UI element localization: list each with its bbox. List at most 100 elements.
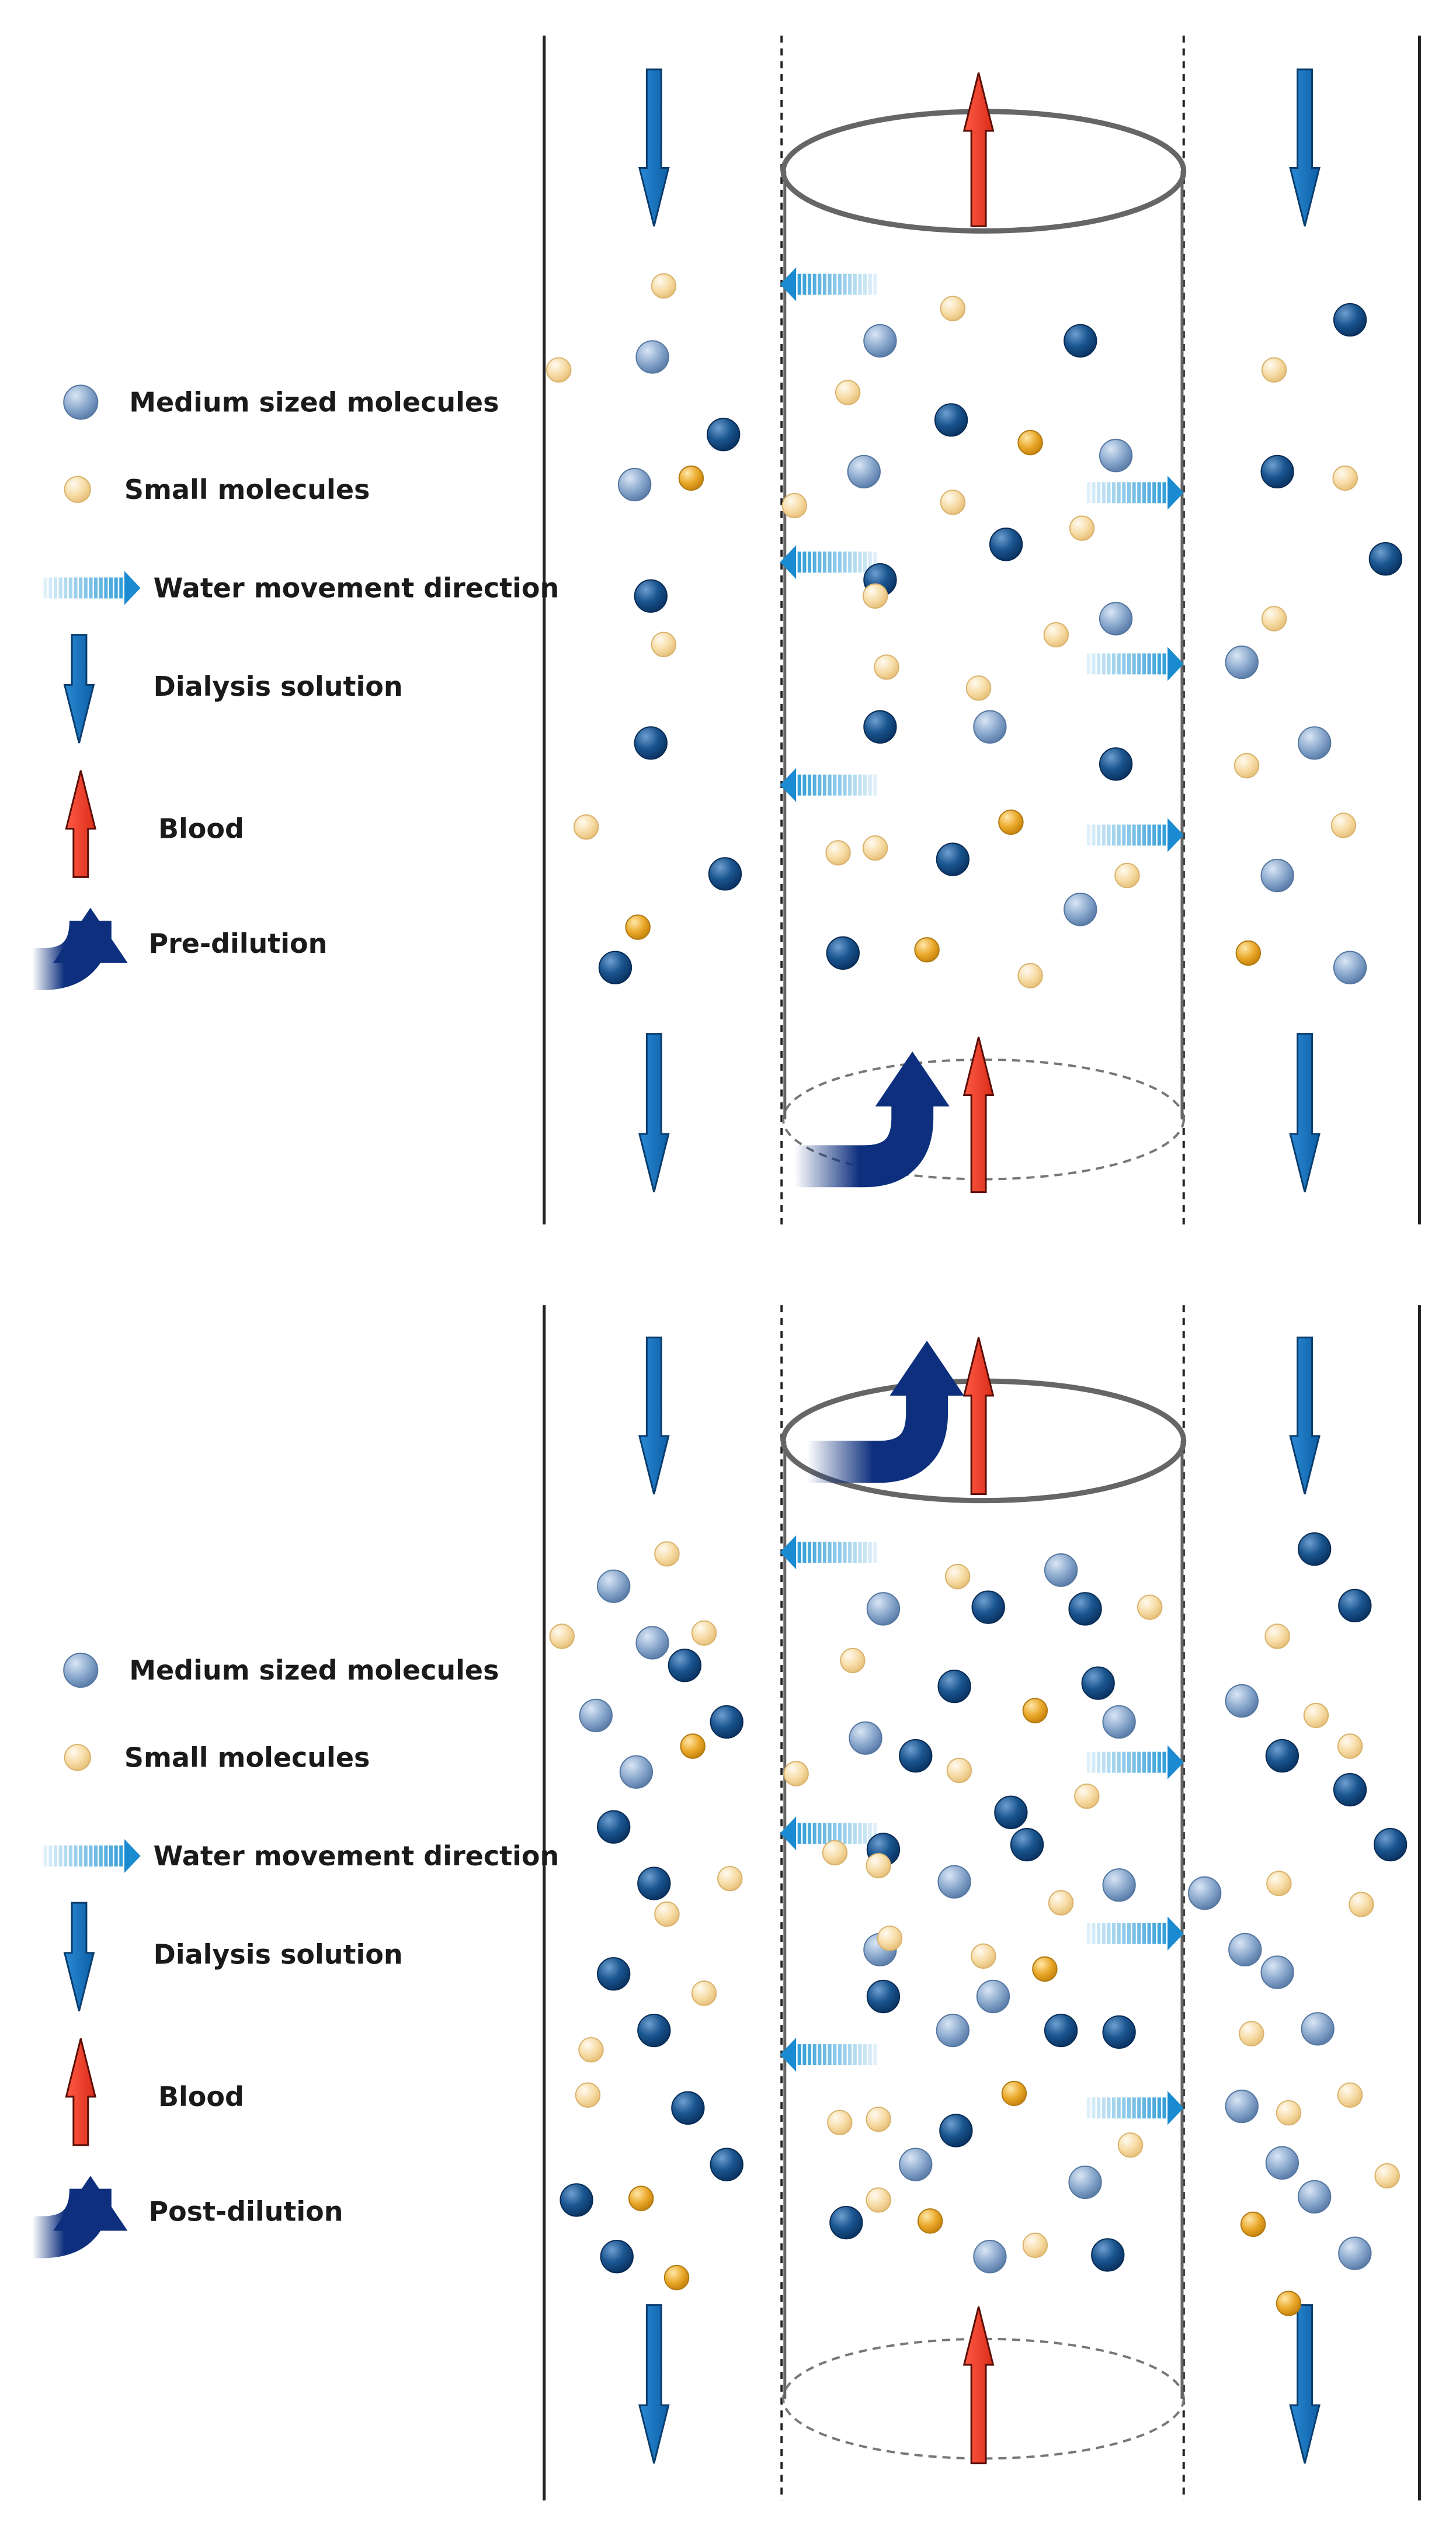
medium-molecule bbox=[1333, 303, 1367, 337]
water-arrow-head bbox=[124, 571, 141, 605]
medium-molecule bbox=[617, 467, 652, 502]
small-molecule bbox=[866, 1852, 891, 1879]
water-arrow-left-2 bbox=[780, 768, 877, 802]
water-arrow-stripe bbox=[1107, 1751, 1111, 1773]
water-arrow-stripe bbox=[119, 1845, 123, 1867]
medium-molecule bbox=[829, 2205, 863, 2240]
water-arrow-stripe bbox=[833, 1823, 837, 1844]
dilution-arrow-head bbox=[53, 2176, 128, 2231]
water-arrow-stripe bbox=[1086, 2097, 1090, 2119]
water-arrow-stripe bbox=[858, 273, 862, 295]
small-molecule bbox=[691, 1980, 717, 2006]
water-arrow-stripe bbox=[74, 1845, 78, 1867]
water-arrow-stripe bbox=[833, 774, 837, 796]
water-arrow-stripe bbox=[1092, 482, 1096, 504]
dilution-arrow-head bbox=[875, 1052, 950, 1107]
water-arrow-stripe bbox=[1092, 2097, 1096, 2119]
small-molecule bbox=[628, 2185, 654, 2211]
medium-molecule bbox=[597, 1810, 631, 1844]
water-arrow-stripe bbox=[868, 1542, 872, 1563]
small-molecule bbox=[1074, 1783, 1100, 1809]
legend-dialysis-label: Dialysis solution bbox=[154, 671, 403, 702]
medium-molecule bbox=[994, 1795, 1028, 1829]
small-molecule bbox=[1276, 2291, 1302, 2316]
water-arrow-stripe bbox=[1097, 1923, 1101, 1944]
medium-molecule bbox=[899, 1739, 933, 1773]
water-arrow-right-2 bbox=[1086, 818, 1184, 852]
water-arrow-stripe bbox=[853, 551, 857, 573]
small-molecule bbox=[573, 814, 599, 840]
water-arrow-stripe bbox=[1086, 1923, 1090, 1944]
water-arrow-stripe bbox=[114, 1845, 118, 1867]
water-arrow-stripe bbox=[822, 1823, 826, 1844]
water-arrow-stripe bbox=[1137, 2097, 1141, 2119]
medium-molecule bbox=[1010, 1827, 1044, 1862]
water-arrow-stripe bbox=[863, 1823, 867, 1844]
small-molecule bbox=[825, 840, 851, 866]
water-arrow-stripe bbox=[868, 774, 872, 796]
water-arrow-stripe bbox=[828, 551, 832, 573]
water-arrow-stripe bbox=[1086, 482, 1090, 504]
pre-dilution-panel bbox=[543, 35, 1421, 1224]
water-arrow-stripe bbox=[873, 1542, 877, 1563]
water-arrow-stripe bbox=[1086, 653, 1090, 675]
water-arrow-stripe bbox=[58, 577, 62, 599]
dialysis-arrow-bottom-1 bbox=[1289, 2304, 1321, 2464]
medium-molecule bbox=[1044, 2013, 1078, 2048]
water-arrow-stripe bbox=[79, 577, 83, 599]
water-arrow-stripe bbox=[1112, 1751, 1116, 1773]
water-arrow-stripe bbox=[858, 774, 862, 796]
water-arrow-stripe bbox=[99, 1845, 103, 1867]
water-arrow-stripe bbox=[1117, 2097, 1121, 2119]
water-arrow-stripe bbox=[1152, 1751, 1156, 1773]
water-arrow-stripe bbox=[818, 273, 822, 295]
small-molecule bbox=[1043, 622, 1069, 648]
water-arrow-stripe bbox=[1142, 2097, 1146, 2119]
medium-molecule bbox=[598, 950, 633, 984]
water-arrow-head bbox=[780, 1535, 797, 1570]
water-arrow-right-2 bbox=[1086, 2091, 1184, 2125]
water-arrow-stripe bbox=[1112, 653, 1116, 675]
water-arrow-stripe bbox=[64, 1845, 68, 1867]
water-arrow-stripe bbox=[868, 2044, 872, 2066]
water-arrow-stripe bbox=[797, 1823, 801, 1844]
medium-molecule bbox=[1099, 747, 1133, 781]
medium-molecule bbox=[1333, 950, 1367, 984]
small-molecule bbox=[654, 1541, 680, 1567]
legend-water-label: Water movement direction bbox=[154, 572, 560, 603]
legend-water-icon bbox=[43, 1838, 141, 1874]
legend-dialysis-icon bbox=[63, 634, 95, 744]
water-arrow-left-0 bbox=[780, 267, 877, 301]
medium-molecule bbox=[560, 2183, 593, 2217]
legend-dilution-icon bbox=[32, 2176, 128, 2258]
water-arrow-head bbox=[1167, 647, 1184, 681]
water-arrow-stripe bbox=[1122, 1923, 1126, 1944]
medium-molecule bbox=[1064, 893, 1097, 927]
water-arrow-stripe bbox=[812, 273, 816, 295]
medium-molecule bbox=[1102, 2015, 1136, 2049]
water-arrow-stripe bbox=[104, 1845, 108, 1867]
small-molecule bbox=[822, 1840, 848, 1866]
water-arrow-stripe bbox=[858, 1823, 862, 1844]
medium-molecule bbox=[936, 842, 969, 876]
water-arrow-stripe bbox=[1147, 2097, 1151, 2119]
medium-molecule bbox=[668, 1649, 702, 1682]
water-arrow-stripe bbox=[863, 273, 867, 295]
dialysis-arrow-bottom-0 bbox=[638, 1033, 670, 1192]
legend-blood-icon bbox=[65, 2038, 97, 2146]
water-arrow-stripe bbox=[1132, 824, 1136, 846]
legend-small-label: Small molecules bbox=[124, 1741, 370, 1773]
water-arrow-stripe bbox=[838, 551, 842, 573]
medium-molecule bbox=[866, 1979, 901, 2014]
water-arrow-right-1 bbox=[1086, 1916, 1184, 1951]
small-molecule bbox=[827, 2110, 853, 2135]
water-arrow-stripe bbox=[1132, 653, 1136, 675]
water-arrow-stripe bbox=[807, 1542, 812, 1563]
water-arrow-stripe bbox=[818, 1542, 822, 1563]
water-arrow-stripe bbox=[1127, 653, 1131, 675]
water-arrow-stripe bbox=[822, 273, 826, 295]
water-arrow-stripe bbox=[68, 1845, 72, 1867]
water-arrow-stripe bbox=[1127, 1923, 1131, 1944]
water-arrow-stripe bbox=[53, 577, 58, 599]
water-arrow-stripe bbox=[1122, 653, 1126, 675]
